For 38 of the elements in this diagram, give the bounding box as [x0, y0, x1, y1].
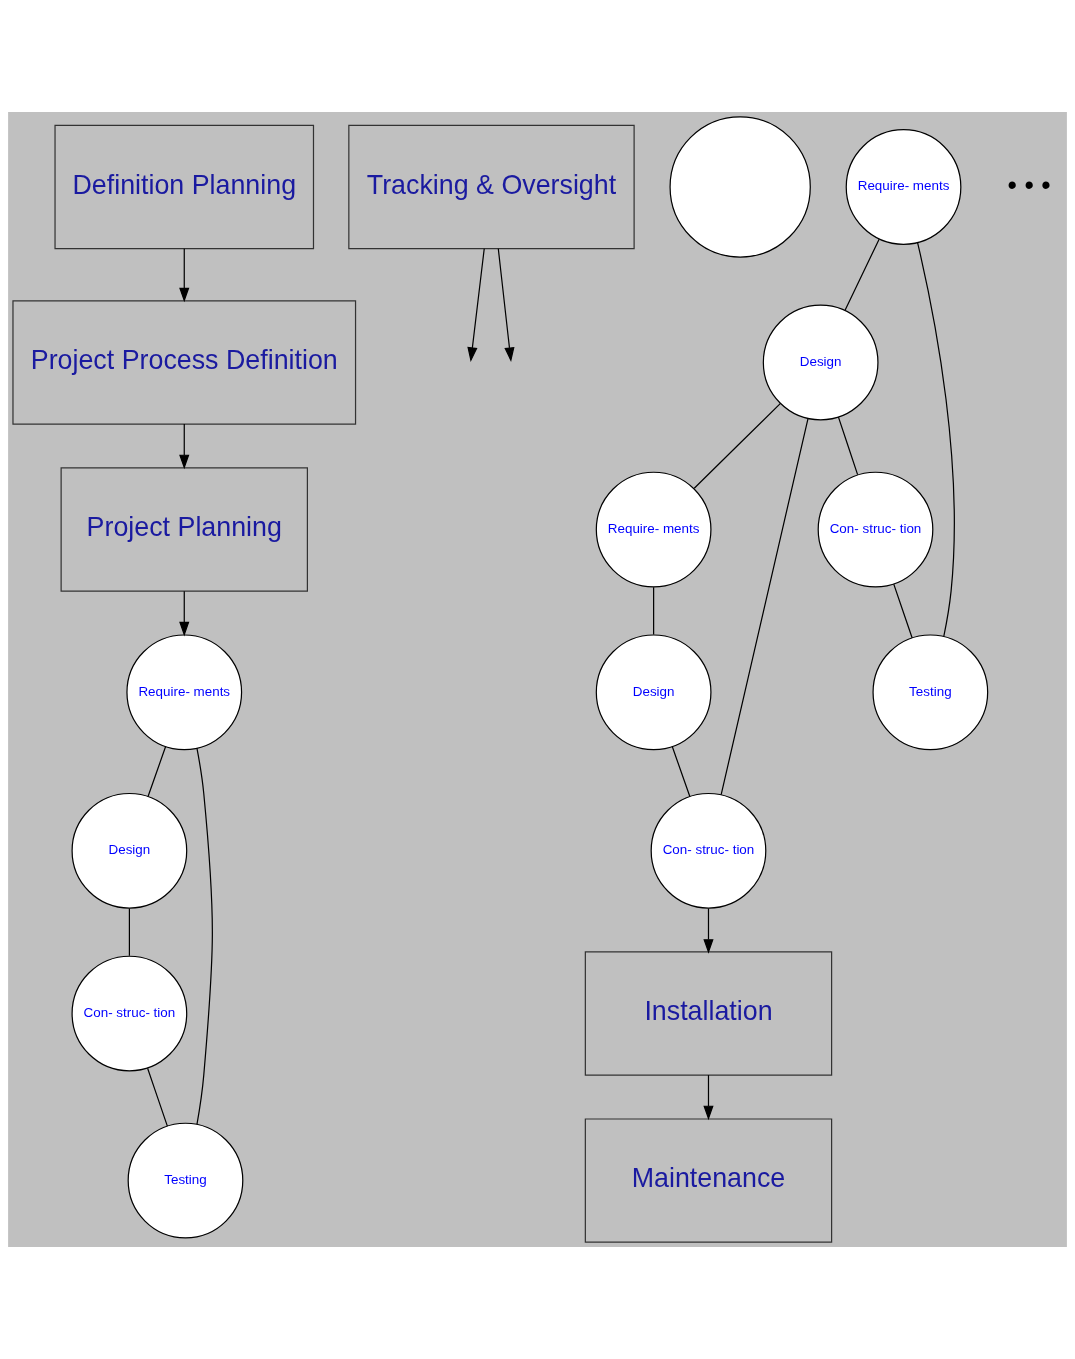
- connector: [693, 402, 781, 489]
- node-circle: Testing: [872, 634, 989, 751]
- node-circle: Require- ments: [595, 471, 712, 588]
- node-circle: Require- ments: [845, 129, 962, 245]
- node-circle: Design: [595, 634, 712, 751]
- node-box: Definition Planning: [54, 124, 315, 250]
- connector: [196, 747, 213, 1125]
- node-circle: Con- struc- tion: [817, 471, 934, 588]
- node-circle: Testing: [127, 1122, 244, 1239]
- connector: [671, 746, 691, 798]
- connector: [837, 416, 859, 476]
- node-box: Maintenance: [584, 1118, 833, 1243]
- arrow: [179, 590, 190, 637]
- arrow: [703, 907, 714, 954]
- node-circle: Require- ments: [126, 634, 243, 751]
- connector: [653, 586, 655, 636]
- connector: [844, 238, 880, 311]
- node-box: Installation: [584, 951, 833, 1076]
- connector: [720, 417, 809, 796]
- node-box: Tracking & Oversight: [348, 124, 635, 250]
- connector: [128, 907, 130, 957]
- arrow: [497, 248, 515, 363]
- label: • • •: [1007, 169, 1051, 200]
- connector: [147, 1067, 168, 1127]
- arrow: [703, 1074, 714, 1121]
- node-circle: [669, 116, 811, 258]
- node-circle: Design: [762, 304, 879, 421]
- connector: [916, 241, 955, 637]
- node-box: Project Process Definition: [12, 300, 357, 425]
- node-circle: Design: [71, 792, 188, 909]
- node-box: Project Planning: [60, 467, 308, 592]
- arrow: [467, 248, 485, 363]
- arrow: [179, 248, 190, 303]
- node-circle: Con- struc- tion: [650, 792, 767, 909]
- node-circle: Con- struc- tion: [71, 955, 188, 1072]
- arrow: [179, 423, 190, 470]
- connector: [147, 746, 167, 798]
- connector: [893, 583, 913, 639]
